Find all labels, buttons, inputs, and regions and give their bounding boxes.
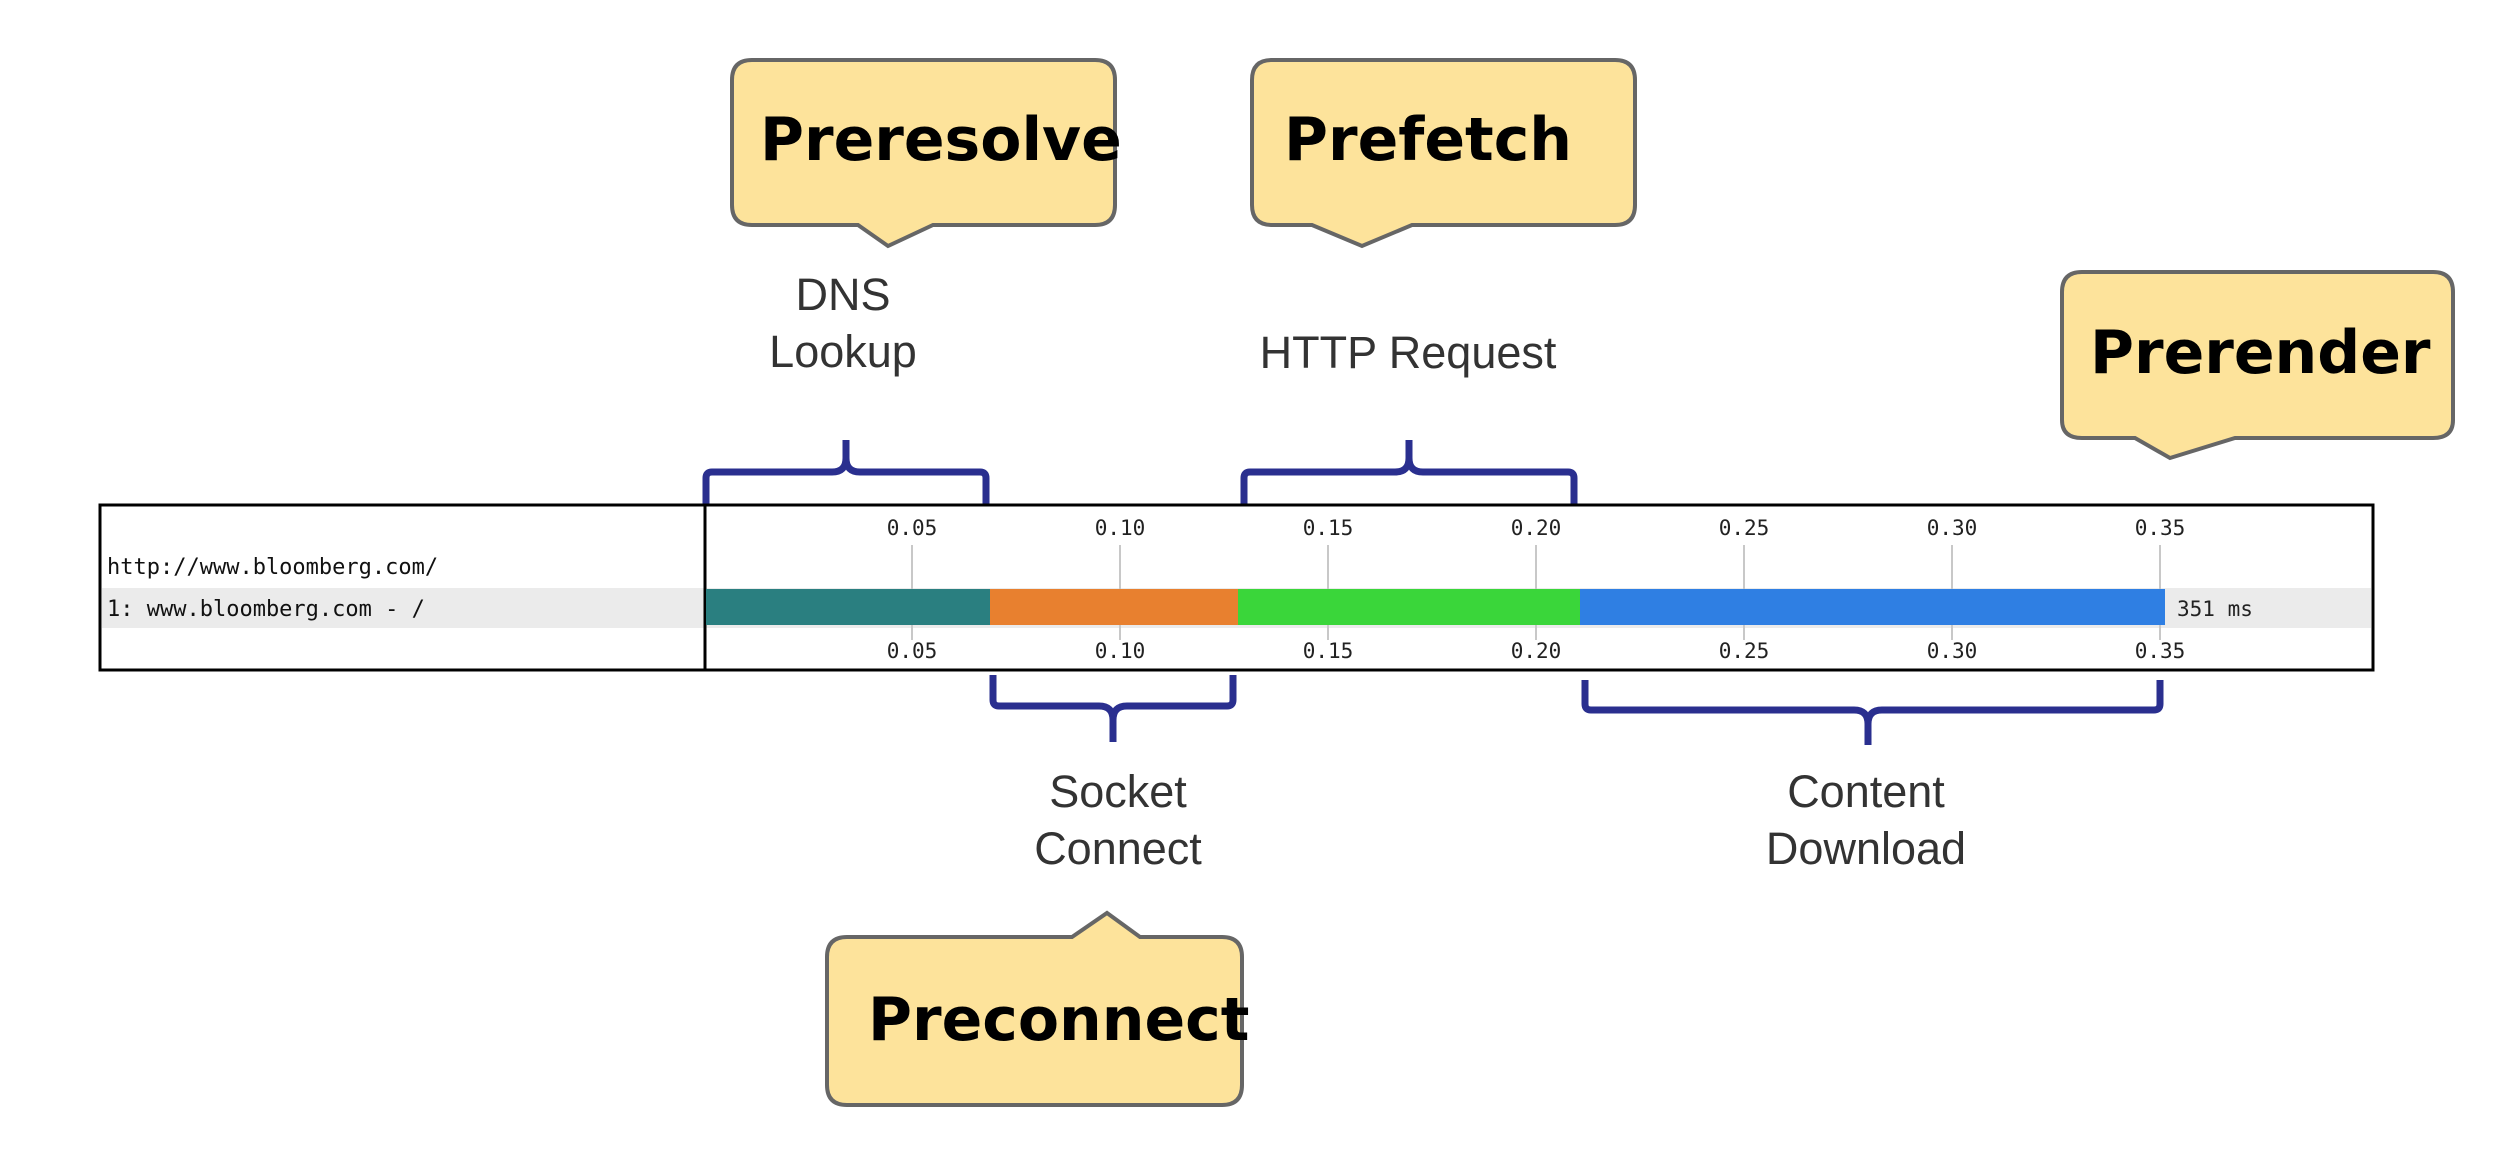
bottom-tick-label: 0.10: [1095, 639, 1146, 663]
bottom-tick-label: 0.35: [2135, 639, 2186, 663]
callout-bubble: [1250, 58, 1637, 249]
phase-bar-dns-lookup: [706, 589, 990, 625]
top-tick-label: 0.30: [1927, 516, 1978, 540]
callout-bubble: [825, 910, 1244, 1107]
content-label-line2: Download: [1766, 823, 1966, 874]
bottom-tick-label: 0.25: [1719, 639, 1770, 663]
top-tick-label: 0.20: [1511, 516, 1562, 540]
bottom-tick-label: 0.15: [1303, 639, 1354, 663]
callout-bubble: [730, 58, 1117, 249]
top-tick-label: 0.25: [1719, 516, 1770, 540]
bottom-tick-label: 0.05: [887, 639, 938, 663]
dns-label-line2: Lookup: [769, 326, 917, 377]
dns-label-line1: DNS: [795, 269, 890, 320]
total-time-label: 351 ms: [2177, 597, 2253, 621]
callout-prerender: Prerender: [2060, 270, 2455, 461]
phase-bar-socket-connect: [990, 589, 1238, 625]
bottom-axis: 0.05 0.10 0.15 0.20 0.25 0.30 0.35: [887, 639, 2186, 663]
socket-label-line1: Socket: [1049, 766, 1187, 817]
bottom-tick-label: 0.20: [1511, 639, 1562, 663]
phase-bar-content-download: [1580, 589, 2165, 625]
content-label-line1: Content: [1787, 766, 1945, 817]
http-request-label: HTTP Request: [1260, 327, 1557, 378]
url-label: http://www.bloomberg.com/: [107, 555, 438, 580]
bracket-socket-connect: [989, 675, 1237, 742]
top-tick-label: 0.05: [887, 516, 938, 540]
callout-bubble: [2060, 270, 2455, 461]
bracket-content-download: [1581, 680, 2164, 745]
callout-text-preconnect: Preconnect: [868, 985, 1249, 1055]
callout-preresolve: Preresolve: [730, 58, 1122, 249]
top-axis: 0.05 0.10 0.15 0.20 0.25 0.30 0.35: [887, 516, 2186, 540]
bottom-tick-label: 0.30: [1927, 639, 1978, 663]
callout-prefetch: Prefetch: [1250, 58, 1637, 249]
callout-text-prefetch: Prefetch: [1284, 105, 1572, 175]
request-label: 1: www.bloomberg.com - /: [107, 597, 425, 622]
brackets: [702, 440, 2164, 745]
callout-text-preresolve: Preresolve: [760, 105, 1122, 175]
phase-labels: DNS Lookup HTTP Request Socket Connect C…: [769, 269, 1966, 874]
top-tick-label: 0.10: [1095, 516, 1146, 540]
socket-label-line2: Connect: [1034, 823, 1202, 874]
phase-bars: [706, 589, 2165, 625]
bracket-http-request: [1240, 440, 1578, 505]
phase-bar-http-request: [1238, 589, 1580, 625]
top-tick-label: 0.15: [1303, 516, 1354, 540]
callout-text-prerender: Prerender: [2090, 318, 2431, 388]
top-tick-label: 0.35: [2135, 516, 2186, 540]
callout-preconnect: Preconnect: [825, 910, 1249, 1107]
waterfall-table: 0.05 0.10 0.15 0.20 0.25 0.30 0.35 0.05 0.10 0.1…: [98, 503, 2375, 672]
bracket-dns: [702, 440, 990, 505]
table-border: [98, 503, 2375, 672]
